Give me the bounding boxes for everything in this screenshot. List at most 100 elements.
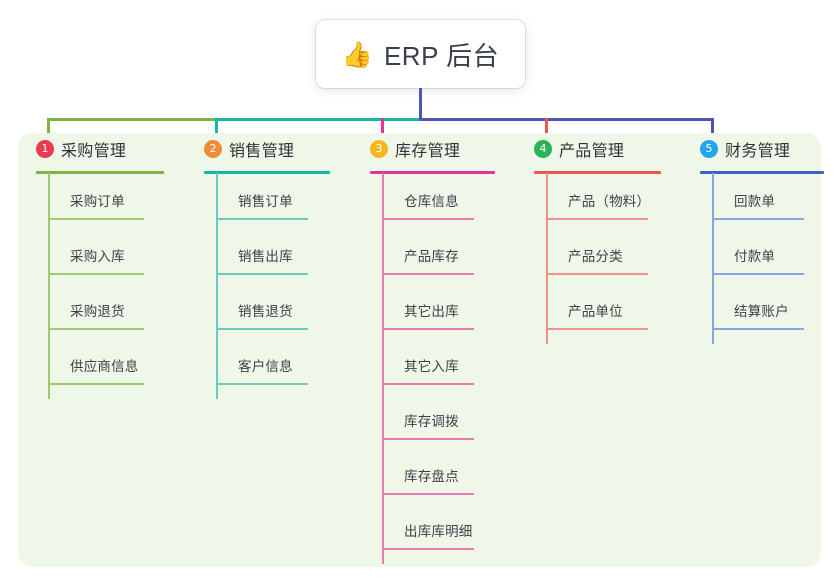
branch-item[interactable]: 其它出库	[382, 283, 474, 338]
branch-item-label: 产品库存	[404, 249, 459, 264]
branch-title: 财务管理	[725, 143, 791, 160]
branch-drop-connector-1	[46, 118, 50, 139]
branch-item-label: 产品单位	[568, 304, 623, 319]
root-node-title: ERP 后台	[383, 40, 500, 71]
branch-item-underline	[546, 218, 648, 220]
branch-item[interactable]: 结算账户	[712, 283, 804, 338]
bus-segment-3	[419, 118, 547, 121]
branch-item-underline	[382, 328, 474, 330]
branch-item[interactable]: 仓库信息	[382, 173, 474, 228]
branch-item-label: 出库库明细	[404, 524, 473, 539]
branch-item[interactable]: 采购入库	[48, 228, 144, 283]
branch-item-label: 客户信息	[238, 359, 293, 374]
branch-vertical-stem	[48, 173, 50, 399]
branch-item[interactable]: 销售订单	[216, 173, 308, 228]
branch-item-underline	[382, 383, 474, 385]
branch-header-3[interactable]: 3 库存管理	[352, 133, 507, 165]
branch-header-rule	[204, 171, 330, 174]
branch-header-5[interactable]: 5 财务管理	[682, 133, 836, 165]
branch-item-underline	[216, 218, 308, 220]
branch-item-underline	[382, 548, 474, 550]
branch-item-underline	[712, 218, 804, 220]
branch-drop-connector-4	[544, 118, 548, 139]
branch-item[interactable]: 客户信息	[216, 338, 308, 393]
root-drop-connector	[418, 88, 422, 121]
branch-item-underline	[382, 493, 474, 495]
branch-item-label: 采购订单	[70, 194, 125, 209]
branch-header-rule	[700, 171, 824, 174]
branch-item-label: 采购入库	[70, 249, 125, 264]
branch-header-4[interactable]: 4 产品管理	[516, 133, 673, 165]
branch-header-rule	[36, 171, 164, 174]
branch-vertical-stem	[712, 173, 714, 344]
branch-item-label: 销售出库	[238, 249, 293, 264]
branch-drop-connector-5	[710, 118, 714, 139]
branch-header-1[interactable]: 1 采购管理	[18, 133, 176, 165]
branch-item[interactable]: 采购退货	[48, 283, 144, 338]
branch-item-underline	[546, 328, 648, 330]
branch-index-badge: 1	[36, 140, 54, 158]
branch-item-label: 销售订单	[238, 194, 293, 209]
branch-index-badge: 3	[370, 140, 388, 158]
branch-item-underline	[216, 273, 308, 275]
branch-index-badge: 2	[204, 140, 222, 158]
branch-item-underline	[48, 273, 144, 275]
branch-item-underline	[216, 383, 308, 385]
branch-item-label: 付款单	[734, 249, 776, 264]
branch-item-underline	[382, 218, 474, 220]
branch-column-5: 5 财务管理回款单付款单结算账户	[682, 133, 836, 344]
branch-item[interactable]: 回款单	[712, 173, 804, 228]
branch-item[interactable]: 库存调拨	[382, 393, 474, 448]
branch-item[interactable]: 其它入库	[382, 338, 474, 393]
branch-item-label: 库存调拨	[404, 414, 459, 429]
branch-item[interactable]: 库存盘点	[382, 448, 474, 503]
branch-item[interactable]: 产品分类	[546, 228, 648, 283]
branch-item-label: 库存盘点	[404, 469, 459, 484]
branch-item[interactable]: 销售退货	[216, 283, 308, 338]
root-node-erp-backend[interactable]: 👍 ERP 后台	[316, 20, 525, 88]
branch-item-underline	[216, 328, 308, 330]
branch-item-label: 结算账户	[734, 304, 789, 319]
branch-item-label: 产品分类	[568, 249, 623, 264]
branch-vertical-stem	[382, 173, 384, 564]
branch-index-badge: 4	[534, 140, 552, 158]
branch-vertical-stem	[216, 173, 218, 399]
branch-item[interactable]: 采购订单	[48, 173, 144, 228]
branch-header-2[interactable]: 2 销售管理	[186, 133, 342, 165]
branch-item-label: 采购退货	[70, 304, 125, 319]
branch-item-label: 其它入库	[404, 359, 459, 374]
branch-item-underline	[48, 328, 144, 330]
branch-item-label: 产品（物料）	[568, 194, 651, 209]
branch-item-underline	[546, 273, 648, 275]
branch-item-label: 其它出库	[404, 304, 459, 319]
branch-item-underline	[382, 273, 474, 275]
branch-title: 销售管理	[229, 143, 295, 160]
branch-index-badge: 5	[700, 140, 718, 158]
branch-column-4: 4 产品管理产品（物料） 产品分类产品单位	[516, 133, 673, 344]
branch-item[interactable]: 出库库明细	[382, 503, 474, 558]
branch-drop-connector-2	[214, 118, 218, 139]
branch-item-underline	[712, 273, 804, 275]
branch-item[interactable]: 产品单位	[546, 283, 648, 338]
branch-title: 产品管理	[559, 143, 625, 160]
branch-title: 采购管理	[61, 143, 127, 160]
branch-item[interactable]: 产品（物料）	[546, 173, 651, 228]
bus-segment-2	[215, 118, 421, 121]
branch-item-underline	[48, 383, 144, 385]
branch-item-label: 仓库信息	[404, 194, 459, 209]
branch-column-2: 2 销售管理销售订单销售出库销售退货客户信息	[186, 133, 342, 399]
branch-item[interactable]: 产品库存	[382, 228, 474, 283]
branch-item-label: 销售退货	[238, 304, 293, 319]
branch-item[interactable]: 供应商信息	[48, 338, 144, 393]
branch-item[interactable]: 付款单	[712, 228, 804, 283]
branch-title: 库存管理	[395, 143, 461, 160]
branch-vertical-stem	[546, 173, 548, 344]
branch-item[interactable]: 销售出库	[216, 228, 308, 283]
branch-header-rule	[534, 171, 661, 174]
branch-item-underline	[712, 328, 804, 330]
bus-segment-1	[47, 118, 216, 121]
branch-item-underline	[48, 218, 144, 220]
branch-column-3: 3 库存管理仓库信息产品库存其它出库其它入库库存调拨库存盘点出库库明细	[352, 133, 507, 564]
branch-column-1: 1 采购管理采购订单采购入库采购退货供应商信息	[18, 133, 176, 399]
